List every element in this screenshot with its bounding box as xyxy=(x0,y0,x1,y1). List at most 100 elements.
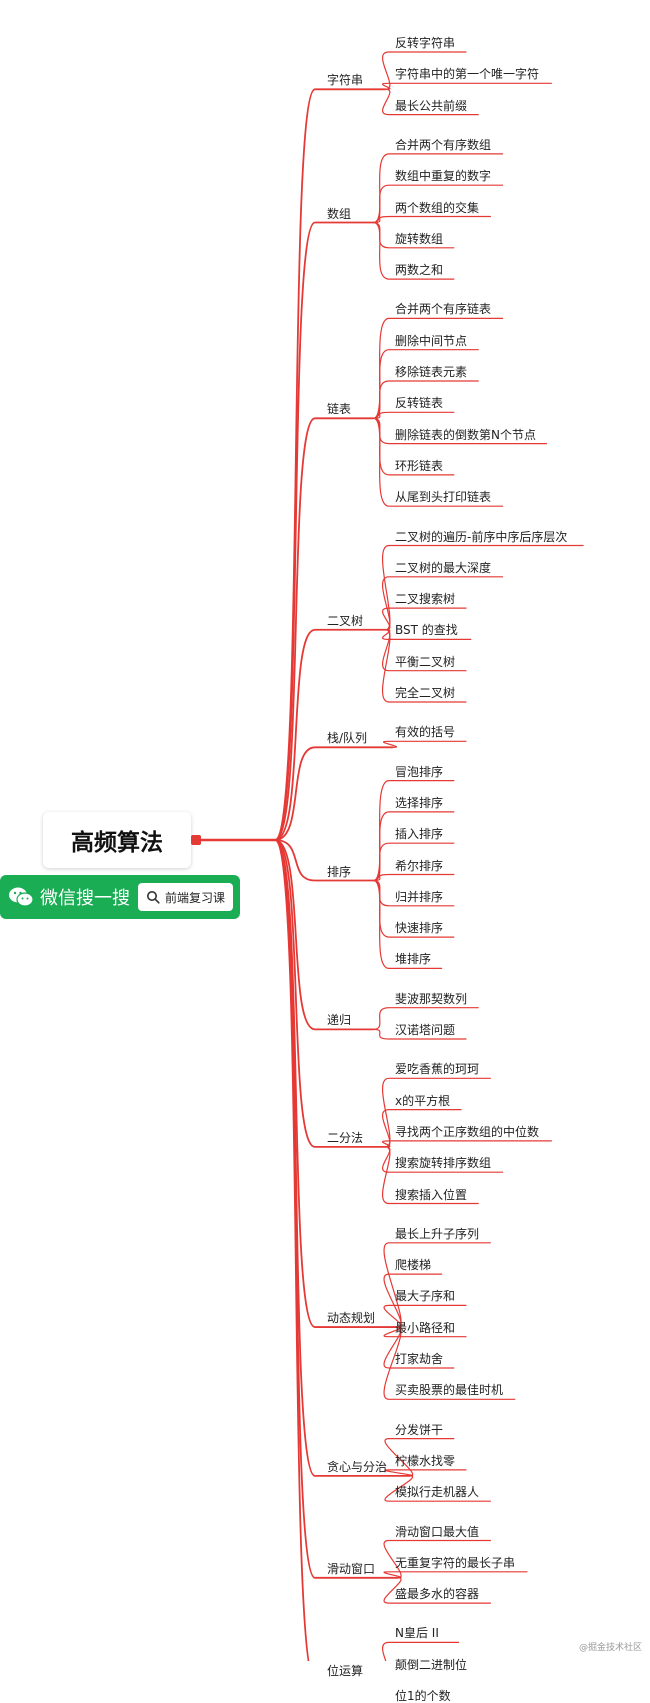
search-pill[interactable]: 前端复习课 xyxy=(138,883,234,911)
leaf-node[interactable]: 完全二叉树 xyxy=(395,686,456,700)
watermark: @掘金技术社区 xyxy=(578,1643,642,1653)
leaf-edge xyxy=(382,1641,460,1661)
leaf-node[interactable]: 搜索插入位置 xyxy=(395,1187,468,1202)
category-node[interactable]: 排序 xyxy=(327,864,352,879)
leaf-node[interactable]: 滑动窗口最大值 xyxy=(395,1524,480,1539)
root-title: 高频算法 xyxy=(71,830,163,856)
leaf-node[interactable]: 爬楼梯 xyxy=(395,1258,432,1273)
category-edge xyxy=(274,839,310,1661)
leaf-node[interactable]: 从尾到头打印链表 xyxy=(395,490,492,505)
leaf-node[interactable]: 柠檬水找零 xyxy=(395,1453,456,1468)
leaf-node[interactable]: 合并两个有序链表 xyxy=(395,302,492,317)
leaf-node[interactable]: 颠倒二进制位 xyxy=(395,1657,468,1672)
leaf-edge xyxy=(381,1077,491,1148)
leaf-node[interactable]: 二叉树的最大深度 xyxy=(395,560,492,575)
leaf-node[interactable]: 选择排序 xyxy=(395,795,444,810)
leaf-node[interactable]: 归并排序 xyxy=(395,889,444,904)
leaf-edge xyxy=(384,1469,467,1477)
leaf-node[interactable]: BST 的查找 xyxy=(395,623,458,638)
leaf-node[interactable]: 打家劫舍 xyxy=(395,1352,444,1366)
wechat-search-badge[interactable]: 微信搜一搜 前端复习课 xyxy=(0,875,240,919)
category-node[interactable]: 二分法 xyxy=(327,1130,364,1145)
search-pill-label: 前端复习课 xyxy=(165,890,226,905)
leaf-node[interactable]: 二叉树的遍历-前序中序后序层次 xyxy=(395,529,568,544)
leaf-node[interactable]: 两个数组的交集 xyxy=(395,200,480,215)
leaf-node[interactable]: x的平方根 xyxy=(395,1093,451,1108)
leaf-edge xyxy=(372,215,491,224)
leaf-node[interactable]: 平衡二叉树 xyxy=(395,654,456,669)
leaf-node[interactable]: 快速排序 xyxy=(395,921,444,936)
leaf-edge xyxy=(382,1146,479,1205)
leaf-node[interactable]: 删除链表的倒数第N个节点 xyxy=(395,427,536,442)
leaf-node[interactable]: 插入排序 xyxy=(395,827,444,842)
category-edge xyxy=(274,839,375,882)
leaf-edge xyxy=(382,576,504,631)
leaf-edge xyxy=(382,88,479,116)
leaf-edge xyxy=(383,1539,491,1579)
category-node[interactable]: 数组 xyxy=(327,206,352,221)
leaf-node[interactable]: 汉诺塔问题 xyxy=(395,1023,456,1037)
leaf-node[interactable]: 有效的括号 xyxy=(395,725,456,740)
leaf-edge xyxy=(381,544,584,631)
leaf-node[interactable]: 二叉搜索树 xyxy=(395,592,456,607)
leaf-node[interactable]: 最长公共前缀 xyxy=(395,98,468,113)
leaf-node[interactable]: 数组中重复的数字 xyxy=(395,169,492,184)
leaf-node[interactable]: 无重复字符的最长子串 xyxy=(395,1555,516,1570)
leaf-node[interactable]: 分发饼干 xyxy=(395,1422,444,1437)
leaf-node[interactable]: 希尔排序 xyxy=(395,858,444,873)
leaf-node[interactable]: 环形链表 xyxy=(395,458,444,473)
leaf-edge xyxy=(383,1326,516,1400)
leaf-node[interactable]: 买卖股票的最佳时机 xyxy=(395,1383,504,1398)
category-node[interactable]: 递归 xyxy=(327,1013,352,1028)
category-node[interactable]: 动态规划 xyxy=(327,1311,376,1326)
root-collapse-handle[interactable] xyxy=(191,835,201,845)
leaf-node[interactable]: 旋转数组 xyxy=(395,231,444,246)
leaf-edge xyxy=(372,411,455,419)
leaf-edge xyxy=(382,607,467,631)
leaf-edge xyxy=(372,380,479,419)
leaf-edge xyxy=(383,1571,528,1579)
leaf-node[interactable]: 删除中间节点 xyxy=(395,333,468,348)
category-node[interactable]: 贪心与分治 xyxy=(327,1459,388,1474)
leaf-node[interactable]: 寻找两个正序数组的中位数 xyxy=(395,1124,540,1139)
leaf-node[interactable]: 字符串中的第一个唯一字符 xyxy=(395,67,540,82)
leaf-edge xyxy=(383,1326,467,1338)
leaf-node[interactable]: 模拟行走机器人 xyxy=(395,1485,480,1500)
leaf-node[interactable]: 最小路径和 xyxy=(395,1320,456,1335)
category-node[interactable]: 位运算 xyxy=(327,1663,364,1678)
leaf-node[interactable]: 位1的个数 xyxy=(395,1689,451,1703)
leaf-node[interactable]: 冒泡排序 xyxy=(395,764,444,779)
leaf-node[interactable]: 堆排序 xyxy=(395,952,432,967)
category-node[interactable]: 二叉树 xyxy=(327,613,364,628)
category-node[interactable]: 滑动窗口 xyxy=(327,1561,376,1576)
leaf-edge xyxy=(372,153,504,224)
leaf-edge xyxy=(382,82,552,90)
leaf-node[interactable]: 搜索旋转排序数组 xyxy=(395,1156,492,1171)
leaf-node[interactable]: 爱吃香蕉的珂珂 xyxy=(395,1062,480,1077)
category-node[interactable]: 字符串 xyxy=(327,73,364,88)
leaf-edge xyxy=(372,317,504,419)
root-node[interactable]: 高频算法 xyxy=(43,812,191,868)
leaf-node[interactable]: N皇后 II xyxy=(395,1626,439,1641)
leaf-edge xyxy=(372,417,504,507)
leaf-node[interactable]: 移除链表元素 xyxy=(395,365,468,379)
leaf-node[interactable]: 反转字符串 xyxy=(395,36,456,50)
leaf-node[interactable]: 最大子序和 xyxy=(395,1289,456,1304)
search-icon xyxy=(147,891,160,904)
leaf-edge xyxy=(382,740,467,748)
leaf-node[interactable]: 两数之和 xyxy=(395,263,444,278)
leaf-node[interactable]: 反转链表 xyxy=(395,396,444,411)
leaf-edge xyxy=(372,780,455,882)
category-node[interactable]: 链表 xyxy=(327,402,352,417)
leaf-node[interactable]: 斐波那契数列 xyxy=(395,991,468,1006)
wechat-icon xyxy=(9,887,34,907)
leaf-edge xyxy=(384,1438,455,1477)
leaf-edge xyxy=(372,1028,467,1040)
leaf-edge xyxy=(383,1242,491,1328)
leaf-node[interactable]: 盛最多水的容器 xyxy=(395,1587,480,1602)
leaf-node[interactable]: 合并两个有序数组 xyxy=(395,137,492,152)
leaf-edge xyxy=(382,1140,552,1148)
leaf-node[interactable]: 最长上升子序列 xyxy=(395,1226,480,1241)
category-node[interactable]: 栈/队列 xyxy=(327,731,368,746)
category-edge xyxy=(274,746,394,841)
